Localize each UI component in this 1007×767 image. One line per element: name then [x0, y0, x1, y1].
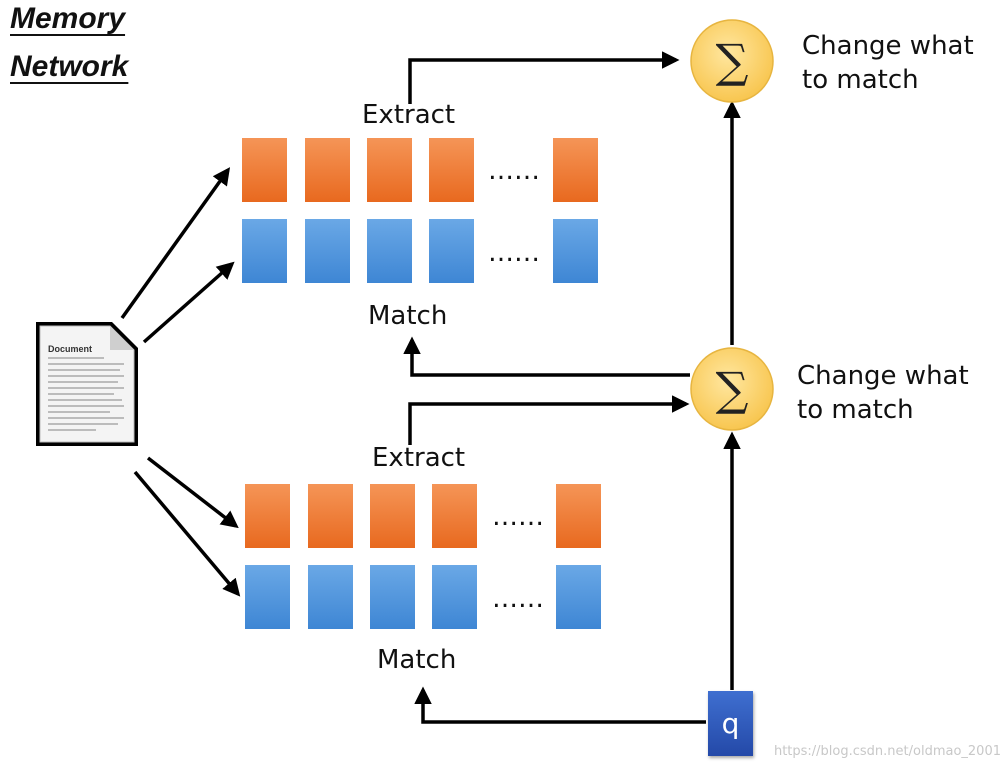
upper-extract-vector — [242, 138, 287, 202]
title-line2: Network — [10, 50, 129, 83]
mid-sum-node: ∑ — [690, 347, 774, 431]
lower-match-vector — [432, 565, 477, 629]
upper-extract-arrow — [408, 51, 680, 104]
lower-extract-vector — [245, 484, 290, 548]
watermark: https://blog.csdn.net/oldmao_2001 — [773, 744, 1001, 759]
upper-match-vector — [242, 219, 287, 283]
lower-extract-row — [245, 484, 601, 548]
lower-match-label: Match — [377, 645, 457, 675]
upper-match-label: Match — [368, 301, 448, 331]
lower-extract-ellipsis: …… — [492, 502, 544, 532]
lower-match-vector — [245, 565, 290, 629]
upper-extract-vector — [429, 138, 474, 202]
upper-extract-vector — [553, 138, 598, 202]
document-title: Document — [48, 344, 92, 354]
upper-match-vector — [305, 219, 350, 283]
title-line1: Memory — [10, 2, 126, 35]
mid-sum-caption-line2: to match — [797, 394, 914, 425]
upper-match-row — [242, 219, 598, 283]
upper-match-vector — [429, 219, 474, 283]
upper-extract-ellipsis: …… — [488, 156, 540, 186]
query-to-lower-match-arrow — [414, 686, 706, 724]
upper-match-vector — [367, 219, 412, 283]
lower-extract-label: Extract — [372, 443, 466, 473]
query-label: q — [721, 707, 740, 740]
mid-sum-to-upper-match-arrow — [403, 336, 690, 377]
lower-match-ellipsis: …… — [492, 584, 544, 614]
top-sum-caption: Change what to match — [802, 30, 974, 98]
top-sum-caption-line1: Change what — [802, 31, 974, 61]
upper-extract-vector — [367, 138, 412, 202]
upper-extract-label: Extract — [362, 100, 456, 130]
mid-sum-symbol: ∑ — [716, 362, 749, 416]
top-sum-symbol: ∑ — [716, 34, 749, 88]
upper-match-vector — [553, 219, 598, 283]
lower-extract-vector — [432, 484, 477, 548]
lower-match-row — [245, 565, 601, 629]
lower-match-vector — [556, 565, 601, 629]
document-arrows — [120, 167, 241, 597]
upper-extract-vector — [305, 138, 350, 202]
lower-match-vector — [308, 565, 353, 629]
upper-extract-row — [242, 138, 598, 202]
lower-extract-vector — [370, 484, 415, 548]
lower-extract-arrow — [408, 395, 690, 445]
top-sum-caption-line2: to match — [802, 64, 919, 95]
upper-match-ellipsis: …… — [488, 238, 540, 268]
top-sum-node: ∑ — [690, 19, 774, 103]
lower-match-vector — [370, 565, 415, 629]
document-icon: Document — [36, 322, 138, 446]
mid-sum-caption: Change what to match — [797, 360, 969, 428]
lower-extract-vector — [308, 484, 353, 548]
mid-sum-caption-line1: Change what — [797, 361, 969, 391]
query-vector: q — [708, 691, 753, 756]
lower-extract-vector — [556, 484, 601, 548]
